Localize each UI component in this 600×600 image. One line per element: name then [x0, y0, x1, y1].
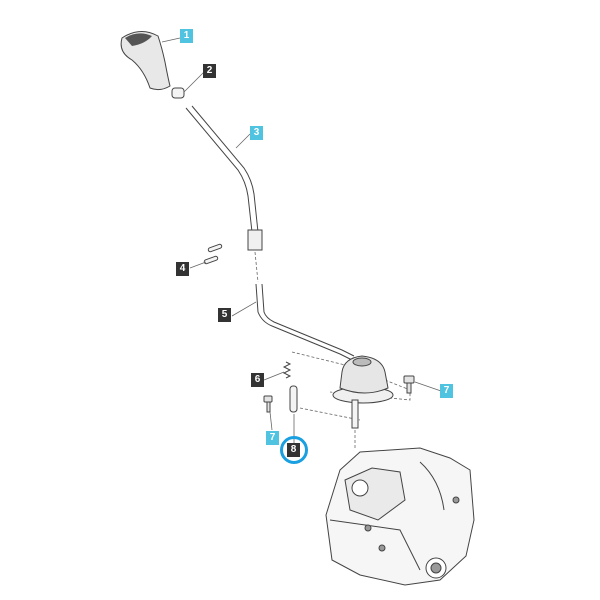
bolt-left — [263, 395, 273, 413]
shift-lever — [185, 105, 263, 251]
callout-1[interactable]: 1 — [180, 29, 193, 43]
shifter-housing — [332, 355, 394, 429]
bolt-right — [403, 375, 415, 394]
spring — [282, 361, 292, 379]
highlight-ring — [280, 436, 308, 464]
callout-8[interactable]: 8 — [287, 443, 300, 457]
callout-7-right[interactable]: 7 — [440, 384, 453, 398]
gear-knob — [120, 31, 171, 91]
callout-3[interactable]: 3 — [250, 126, 263, 140]
transmission-case — [325, 447, 475, 586]
callout-2[interactable]: 2 — [203, 64, 216, 78]
callout-4[interactable]: 4 — [176, 262, 189, 276]
pins — [203, 243, 223, 265]
detent-pin — [289, 385, 298, 413]
leader-lines — [161, 37, 442, 443]
selector-rod — [255, 283, 355, 361]
callout-6[interactable]: 6 — [251, 373, 264, 387]
callout-5[interactable]: 5 — [218, 308, 231, 322]
bushing — [171, 87, 185, 99]
callout-7-left[interactable]: 7 — [266, 431, 279, 445]
